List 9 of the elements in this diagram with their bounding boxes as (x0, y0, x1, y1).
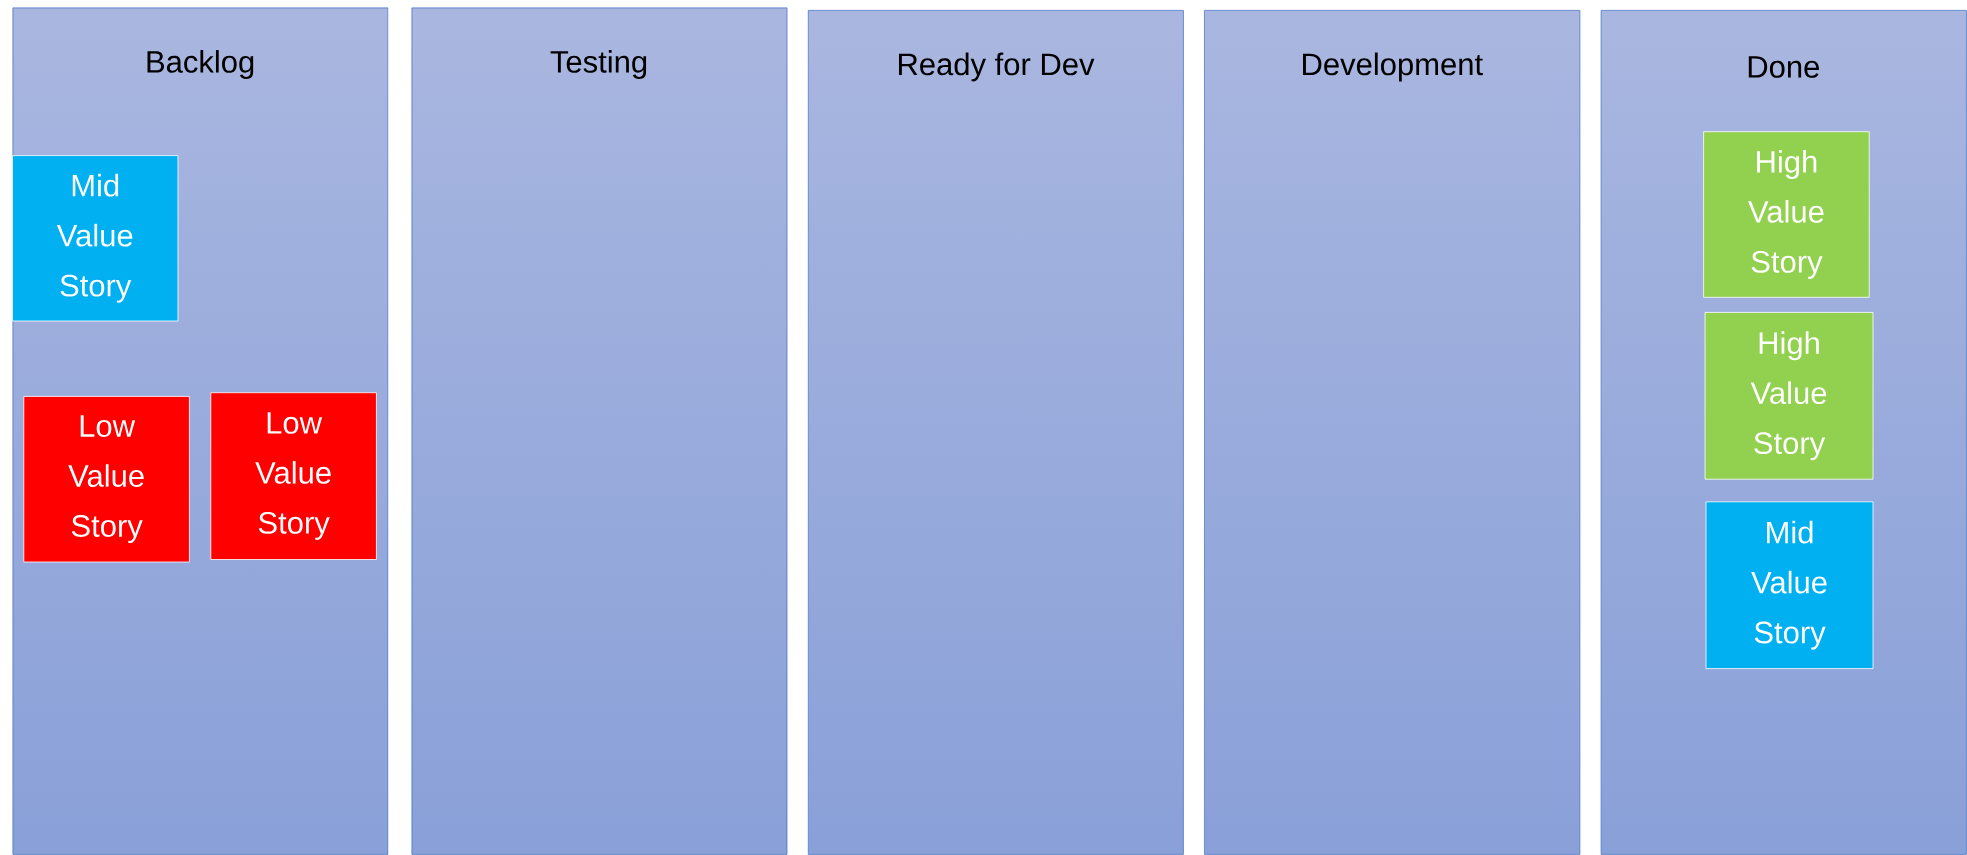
board-column: Testing (411, 7, 788, 855)
board-column: Ready for Dev (807, 10, 1184, 855)
story-card: Mid Value Story (1705, 501, 1874, 669)
story-card: High Value Story (1703, 131, 1870, 298)
story-card: Low Value Story (210, 392, 377, 560)
story-card: High Value Story (1704, 312, 1874, 480)
story-card: Mid Value Story (12, 155, 179, 322)
board-column: Development (1204, 10, 1581, 855)
story-card: Low Value Story (23, 396, 190, 563)
